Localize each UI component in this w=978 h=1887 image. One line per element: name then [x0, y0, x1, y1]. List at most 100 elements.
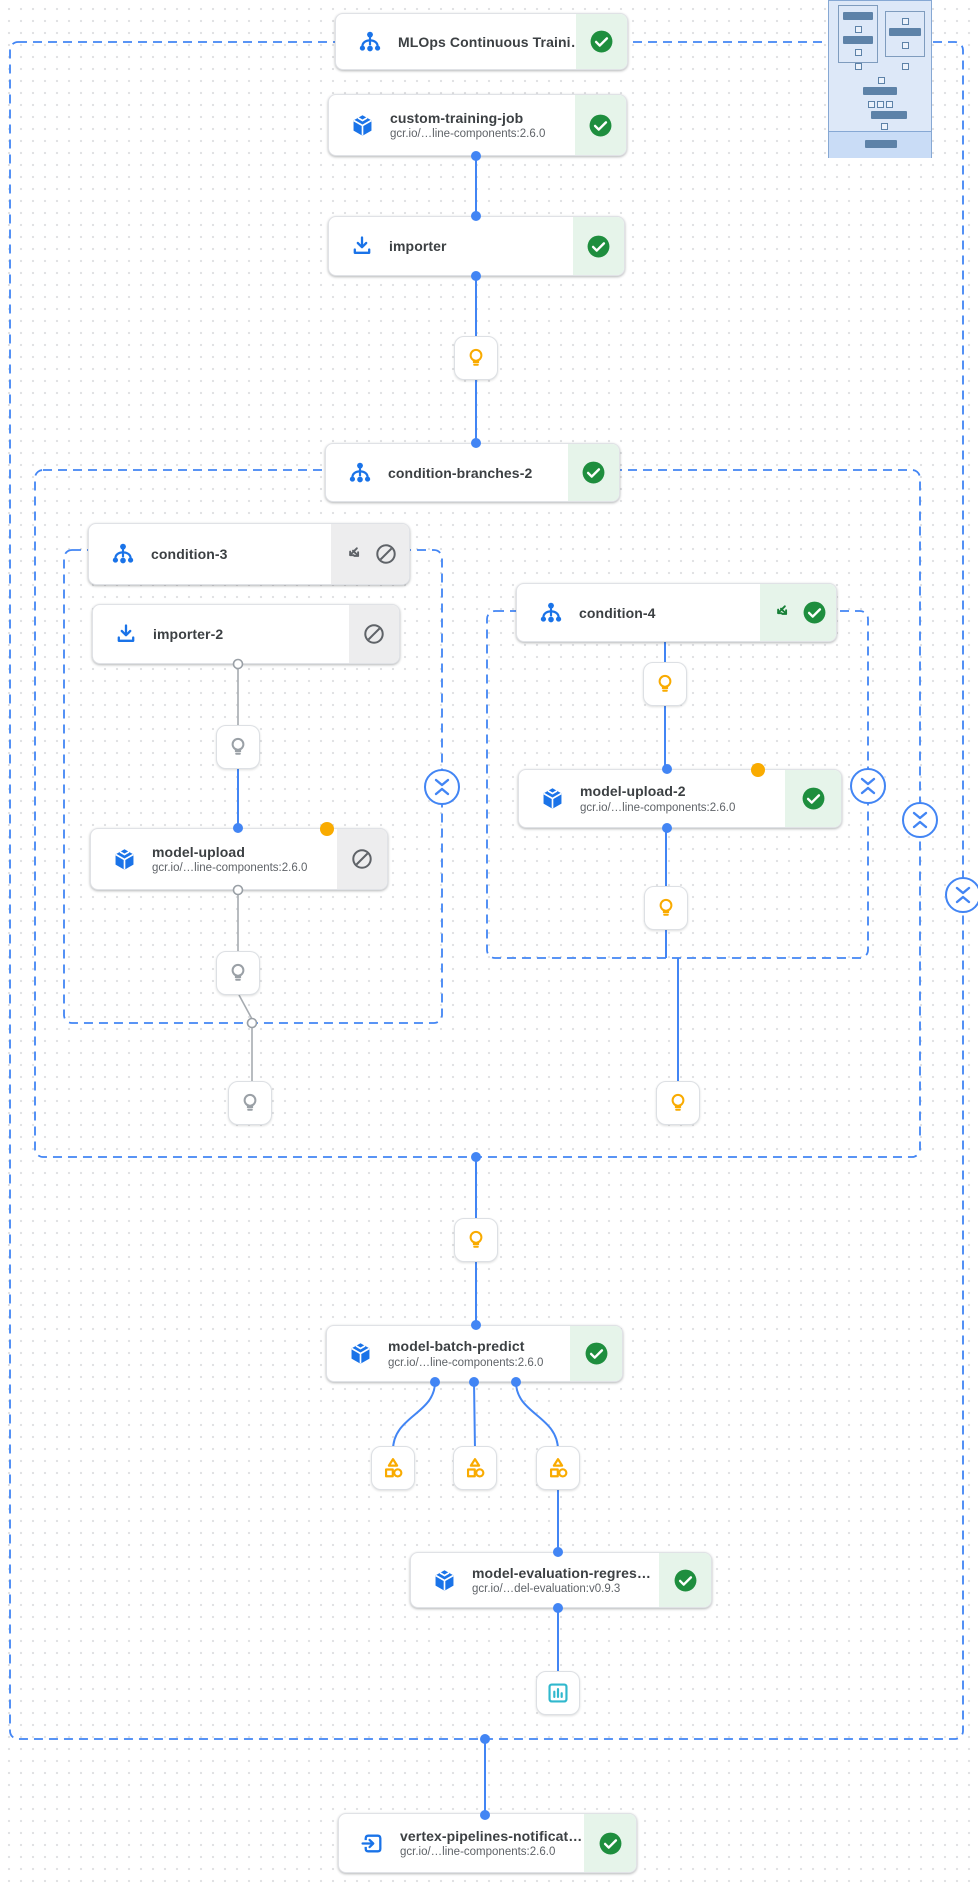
node-labels: model-batch-predict gcr.io/…line-compone…	[388, 1338, 543, 1369]
node-labels: MLOps Continuous Traini…	[398, 34, 585, 50]
artifact-node[interactable]	[371, 1446, 415, 1490]
task-model-upload[interactable]: model-upload gcr.io/…line-components:2.6…	[90, 828, 388, 890]
node-labels: model-upload-2 gcr.io/…line-components:2…	[580, 783, 735, 814]
skipped-icon	[364, 624, 384, 644]
task-importer[interactable]: importer	[328, 216, 625, 276]
minimap-artifact	[902, 18, 909, 25]
artifact-shapes-icon	[466, 1458, 485, 1478]
artifact-node-skipped[interactable]	[216, 951, 260, 995]
minimap-node	[871, 111, 907, 119]
task-importer-2[interactable]: importer-2	[92, 604, 400, 664]
component-cube-icon	[350, 113, 375, 138]
edge-skipped	[238, 994, 253, 1020]
component-cube-icon	[348, 1341, 373, 1366]
node-title: model-upload	[152, 843, 245, 860]
node-subtitle: gcr.io/…line-components:2.6.0	[580, 801, 736, 814]
success-icon	[585, 1342, 607, 1365]
artifact-lightbulb-icon	[243, 1093, 257, 1111]
condition-branch-icon	[357, 29, 383, 55]
collapse-icon	[860, 777, 876, 795]
task-custom-training-job[interactable]: custom-training-job gcr.io/…line-compone…	[328, 94, 627, 156]
artifact-node[interactable]	[644, 886, 688, 930]
minimap-node	[843, 36, 873, 44]
status-section	[573, 217, 624, 275]
collapse-button-condition-3[interactable]	[424, 769, 460, 805]
node-title: model-evaluation-regres…	[472, 1564, 651, 1581]
task-condition-4[interactable]: condition-4	[516, 583, 837, 642]
task-condition-branches-2[interactable]: condition-branches-2	[325, 443, 620, 502]
collapse-button-condition-branches-2[interactable]	[902, 802, 938, 838]
task-condition-3[interactable]: condition-3	[88, 523, 410, 585]
artifact-node[interactable]	[454, 336, 498, 380]
node-labels: condition-3	[151, 546, 228, 562]
artifact-lightbulb-icon	[659, 898, 673, 916]
artifact-node-metrics[interactable]	[536, 1671, 580, 1715]
minimap-artifact	[877, 101, 884, 108]
status-section	[785, 770, 841, 827]
artifact-node[interactable]	[454, 1218, 498, 1262]
minimap-node	[843, 12, 873, 20]
task-pipeline-header[interactable]: MLOps Continuous Traini…	[335, 13, 628, 70]
artifact-node[interactable]	[656, 1081, 700, 1125]
success-icon	[802, 787, 824, 810]
artifact-node-skipped[interactable]	[228, 1081, 272, 1125]
node-labels: custom-training-job gcr.io/…line-compone…	[390, 110, 545, 141]
component-cube-icon	[432, 1568, 457, 1593]
node-title: condition-3	[151, 546, 228, 562]
artifact-node[interactable]	[643, 662, 687, 706]
node-subtitle: gcr.io/…del-evaluation:v0.9.3	[472, 1583, 621, 1596]
importer-icon	[114, 622, 138, 646]
condition-branch-icon	[538, 600, 564, 626]
minimap-artifact	[902, 42, 909, 49]
success-icon	[582, 461, 605, 484]
artifact-lightbulb-icon	[469, 348, 483, 366]
condition-branch-icon	[347, 460, 373, 486]
task-model-upload-2[interactable]: model-upload-2 gcr.io/…line-components:2…	[518, 769, 842, 828]
node-title: model-upload-2	[580, 783, 686, 800]
metrics-chart-icon	[548, 1683, 568, 1703]
task-vertex-pipelines-notification[interactable]: vertex-pipelines-notificat… gcr.io/…line…	[338, 1813, 637, 1873]
collapse-button-condition-4[interactable]	[850, 768, 886, 804]
minimap-artifact	[868, 101, 875, 108]
minimap-viewport[interactable]	[829, 131, 931, 158]
exit-handler-icon	[360, 1831, 385, 1856]
status-section	[584, 1814, 636, 1872]
minimap-artifact	[886, 101, 893, 108]
node-labels: importer-2	[153, 626, 223, 642]
node-title: MLOps Continuous Traini…	[398, 33, 585, 50]
node-title: custom-training-job	[390, 109, 524, 126]
artifact-lightbulb-icon	[658, 674, 672, 692]
component-cube-icon	[540, 786, 565, 811]
sub-dag-arrows-icon	[776, 605, 787, 615]
node-title: condition-4	[579, 604, 656, 621]
task-model-batch-predict[interactable]: model-batch-predict gcr.io/…line-compone…	[326, 1325, 623, 1382]
minimap-artifact	[878, 77, 885, 84]
minimap-node	[889, 28, 921, 36]
node-labels: condition-4	[579, 605, 656, 621]
artifact-lightbulb-icon	[231, 963, 245, 981]
sub-dag-arrows-icon	[349, 546, 360, 557]
success-icon	[587, 235, 610, 257]
minimap-artifact	[881, 123, 888, 130]
artifact-lightbulb-icon	[469, 1230, 483, 1248]
minimap-artifact	[855, 63, 862, 70]
artifact-node[interactable]	[453, 1446, 497, 1490]
artifact-node[interactable]	[536, 1446, 580, 1490]
collapse-button-pipeline-root[interactable]	[945, 877, 978, 913]
node-labels: importer	[389, 238, 447, 254]
minimap-artifact	[855, 49, 862, 56]
artifact-node-skipped[interactable]	[216, 725, 260, 769]
node-subtitle: gcr.io/…line-components:2.6.0	[152, 862, 308, 875]
node-labels: model-evaluation-regres… gcr.io/…del-eva…	[472, 1565, 651, 1596]
task-model-evaluation-regression[interactable]: model-evaluation-regres… gcr.io/…del-eva…	[410, 1552, 712, 1608]
status-section	[570, 1326, 622, 1381]
minimap[interactable]	[828, 0, 932, 158]
node-title: model-batch-predict	[388, 1338, 525, 1355]
success-icon	[589, 114, 612, 136]
skipped-icon	[352, 849, 372, 869]
node-labels: condition-branches-2	[388, 465, 532, 481]
collapse-icon	[912, 811, 928, 829]
status-section	[760, 584, 836, 641]
minimap-node	[863, 87, 897, 95]
